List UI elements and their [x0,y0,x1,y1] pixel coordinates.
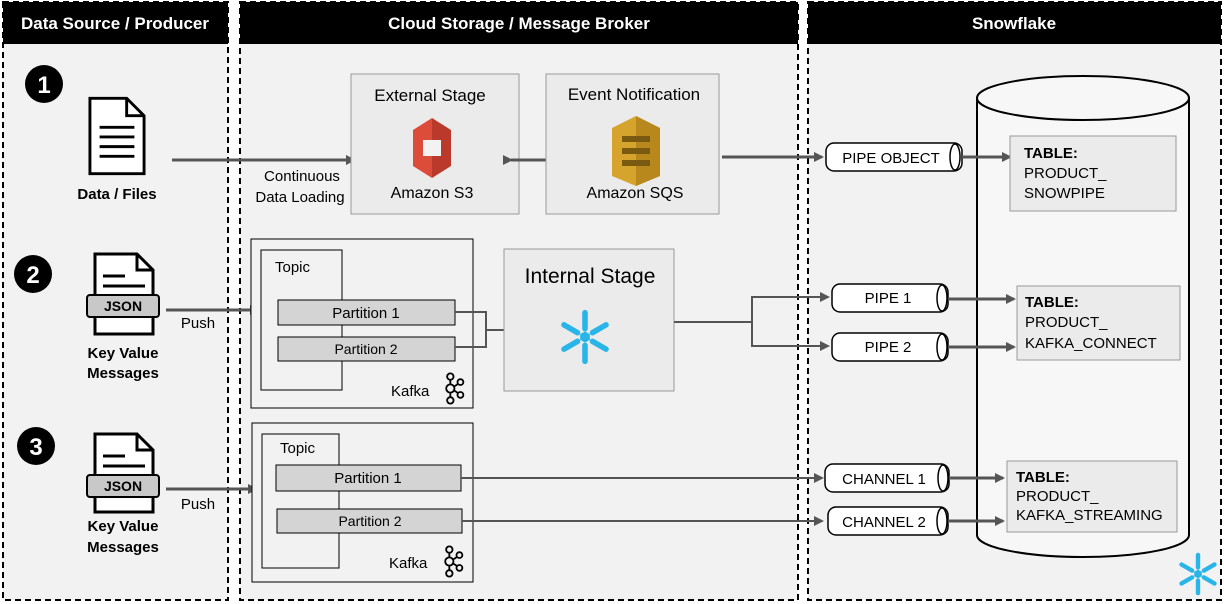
step-badge-3: 3 [17,427,55,465]
svg-text:PIPE 2: PIPE 2 [865,339,912,356]
svg-text:Partition 1: Partition 1 [334,470,402,487]
svg-text:Partition 1: Partition 1 [332,305,400,322]
channel-1: CHANNEL 1 [824,463,950,493]
arrow-stage-to-pipe2 [751,322,830,351]
svg-text:1: 1 [37,72,50,99]
channel-2: CHANNEL 2 [827,506,949,536]
kv-label-line2: Messages [87,539,159,556]
files-label: Data / Files [77,186,156,203]
pipe-2: PIPE 2 [831,332,949,362]
event-notification-box: Event Notification Amazon SQS [545,73,720,215]
svg-text:PIPE 1: PIPE 1 [865,290,912,307]
kv-label-line1: Key Value [88,518,159,535]
svg-text:TABLE:: TABLE: [1016,469,1070,486]
kafka-cluster-2: Topic Partition 1 Partition 2 Kafka [251,422,474,583]
svg-text:Internal Stage: Internal Stage [525,265,656,288]
svg-text:PRODUCT_: PRODUCT_ [1024,165,1107,182]
svg-text:KAFKA_CONNECT: KAFKA_CONNECT [1025,335,1157,352]
arrow-stage-to-pipe1 [674,292,830,323]
svg-text:CHANNEL 1: CHANNEL 1 [842,471,926,488]
svg-text:PRODUCT_: PRODUCT_ [1025,314,1108,331]
svg-text:JSON: JSON [104,478,142,494]
svg-text:KAFKA_STREAMING: KAFKA_STREAMING [1016,507,1163,524]
svg-text:JSON: JSON [104,298,142,314]
svg-text:Partition 2: Partition 2 [338,513,401,529]
column-snowflake-title: Snowflake [972,14,1056,33]
continuous-label-line1: Continuous [264,168,340,185]
step-badge-2: 2 [14,255,52,293]
column-source-title: Data Source / Producer [21,14,209,33]
json-document-icon: JSON [86,252,160,336]
kv-label-line2: Messages [87,365,159,382]
push-label: Push [181,496,215,513]
step-badge-1: 1 [25,65,63,103]
internal-stage-box: Internal Stage [503,248,675,392]
pipe-1: PIPE 1 [831,283,949,313]
svg-text:SNOWPIPE: SNOWPIPE [1024,185,1105,202]
svg-text:Kafka: Kafka [391,383,430,400]
svg-text:2: 2 [26,262,39,289]
document-icon [88,96,146,176]
svg-text:External Stage: External Stage [374,86,486,105]
kv-label-line1: Key Value [88,345,159,362]
svg-text:Kafka: Kafka [389,555,428,572]
kafka-cluster-1: Topic Partition 1 Partition 2 Kafka [250,238,474,409]
svg-text:Partition 2: Partition 2 [334,341,397,357]
push-label: Push [181,315,215,332]
pipe-object: PIPE OBJECT [825,142,963,172]
amazon-s3-icon [413,118,451,178]
svg-text:TABLE:: TABLE: [1024,145,1078,162]
table-product-kafka-streaming: TABLE: PRODUCT_ KAFKA_STREAMING [1006,460,1178,533]
svg-text:CHANNEL 2: CHANNEL 2 [842,514,926,531]
svg-text:Topic: Topic [275,259,311,276]
continuous-label-line2: Data Loading [255,189,344,206]
svg-text:3: 3 [29,434,42,461]
svg-text:Topic: Topic [280,440,316,457]
svg-text:Amazon SQS: Amazon SQS [587,185,684,202]
column-broker-title: Cloud Storage / Message Broker [388,14,650,33]
table-product-snowpipe: TABLE: PRODUCT_ SNOWPIPE [1009,135,1177,212]
svg-text:PRODUCT_: PRODUCT_ [1016,488,1099,505]
json-document-icon: JSON [86,432,160,514]
external-stage-box: External Stage Amazon S3 [350,73,520,215]
svg-text:Event Notification: Event Notification [568,85,700,104]
svg-text:PIPE OBJECT: PIPE OBJECT [842,150,940,167]
amazon-sqs-icon [612,116,660,186]
svg-text:Amazon S3: Amazon S3 [391,185,474,202]
table-product-kafka-connect: TABLE: PRODUCT_ KAFKA_CONNECT [1016,285,1181,361]
svg-text:TABLE:: TABLE: [1025,294,1079,311]
